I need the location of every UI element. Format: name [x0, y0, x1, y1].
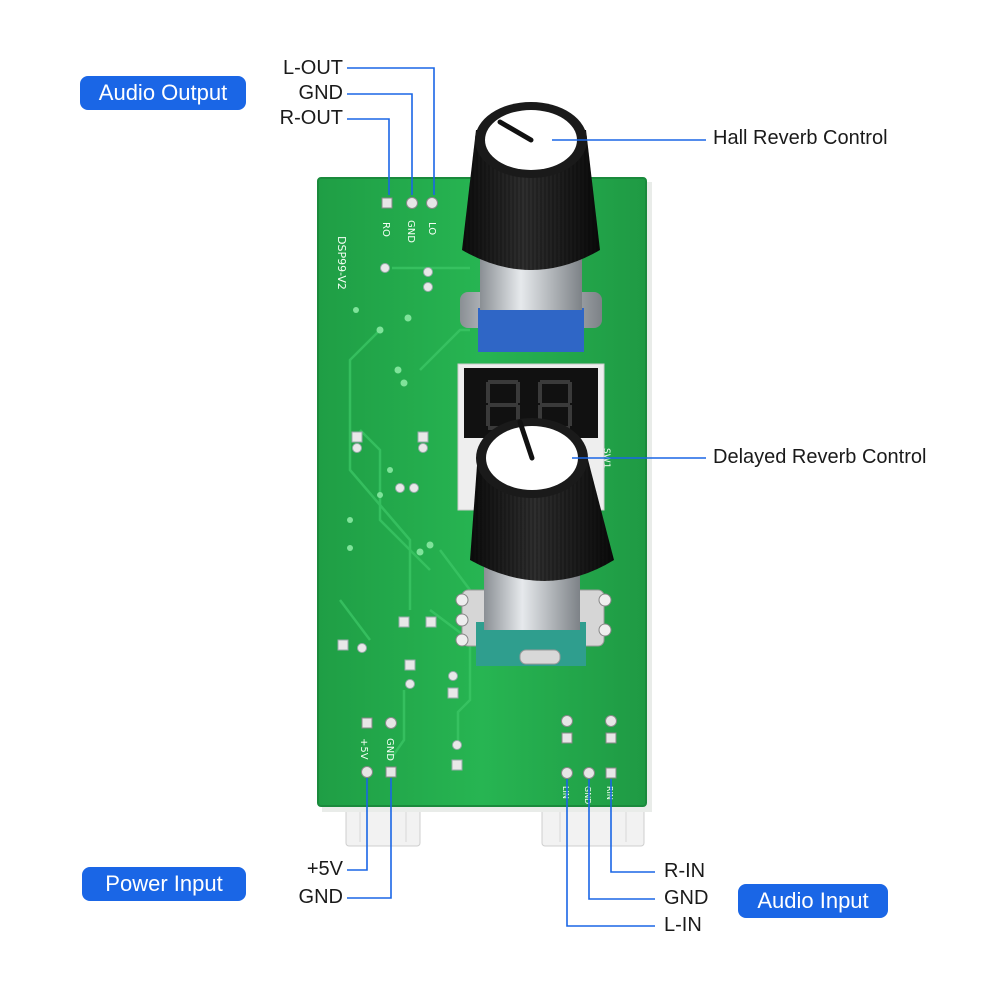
silk-rin: RIN — [605, 786, 614, 800]
leader-l-out — [347, 67, 435, 195]
silk-model: DSP99-V2 — [335, 236, 348, 290]
audio-input-badge: Audio Input — [738, 884, 888, 918]
silk-gnd-in: GND — [583, 786, 592, 804]
leader-plus5v — [347, 778, 368, 871]
label-gnd-power: GND — [298, 886, 343, 908]
label-gnd-in: GND — [664, 887, 709, 909]
power-connector — [345, 807, 421, 847]
silk-plus5v: +5V — [358, 738, 369, 760]
silk-gnd-pwr: GND — [384, 738, 395, 761]
label-l-out: L-OUT — [283, 57, 343, 79]
leader-gnd-power — [347, 778, 392, 899]
audio-input-pins — [561, 715, 617, 779]
power-input-badge: Power Input — [82, 867, 246, 901]
delayed-reverb-knob[interactable] — [455, 418, 614, 666]
leader-lines — [347, 67, 706, 927]
label-r-in: R-IN — [664, 860, 706, 882]
label-l-in: L-IN — [664, 914, 702, 936]
label-gnd-out: GND — [298, 82, 343, 104]
leader-r-in — [610, 779, 655, 873]
silk-gnd-out: GND — [405, 220, 416, 243]
leader-gnd-out — [347, 93, 413, 195]
audio-output-badge: Audio Output — [80, 76, 246, 110]
leader-r-out — [347, 118, 390, 195]
label-hall-reverb: Hall Reverb Control — [713, 127, 888, 149]
label-r-out: R-OUT — [279, 107, 343, 129]
audio-input-connector — [541, 807, 645, 847]
silk-ro: RO — [380, 222, 391, 237]
power-pins — [361, 717, 397, 778]
audio-output-pins — [381, 197, 438, 209]
label-delayed-reverb: Delayed Reverb Control — [713, 446, 927, 468]
leader-gnd-in — [588, 779, 655, 900]
leader-l-in — [566, 779, 655, 927]
silk-lo: LO — [426, 222, 437, 235]
hall-reverb-knob[interactable] — [460, 102, 602, 352]
label-plus5v: +5V — [306, 858, 343, 880]
silk-lin: LIN — [561, 786, 570, 799]
